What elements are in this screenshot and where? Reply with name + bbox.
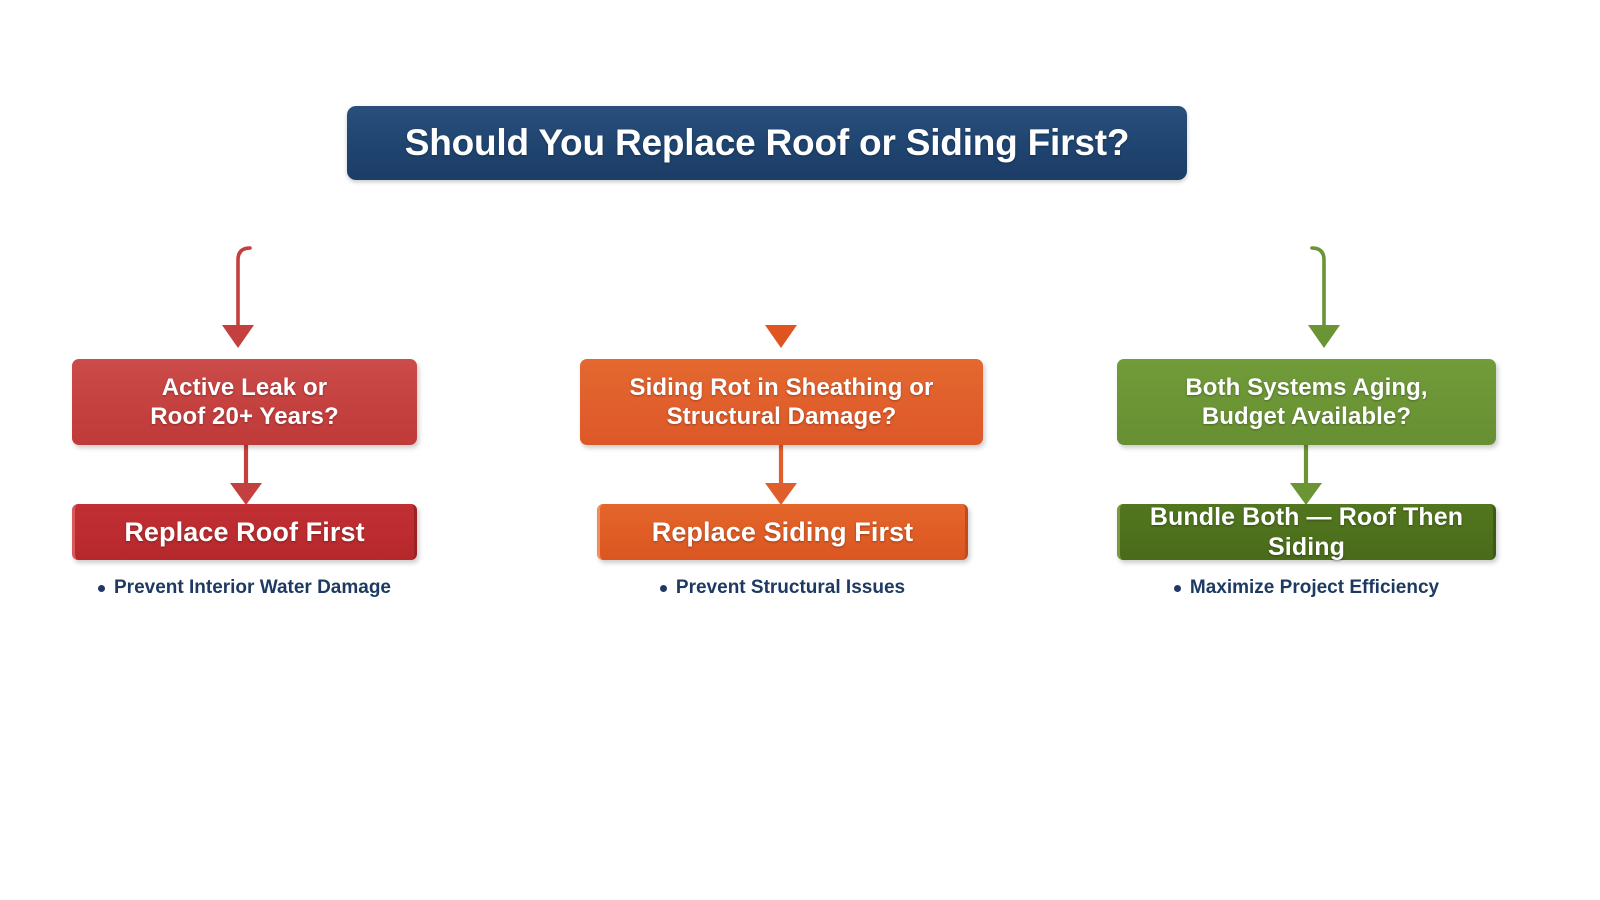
arrowhead-right-decision bbox=[1308, 325, 1340, 348]
outcome-siding-text: Replace Siding First bbox=[651, 516, 914, 547]
decision-siding-line1: Siding Rot in Sheathing or bbox=[629, 373, 934, 401]
title-text: Should You Replace Roof or Siding First? bbox=[404, 122, 1130, 164]
decision-roof-line1: Active Leak or bbox=[161, 373, 328, 401]
decision-roof-text: Active Leak or Roof 20+ Years? bbox=[150, 373, 338, 432]
arrowhead-roof-outcome bbox=[230, 483, 262, 505]
outcome-bundle-text: Bundle Both — Roof Then Siding bbox=[1149, 502, 1464, 562]
outcome-roof-text: Replace Roof First bbox=[124, 516, 365, 547]
flowchart-title: Should You Replace Roof or Siding First? bbox=[347, 106, 1187, 180]
bullet-dot-icon bbox=[1173, 584, 1181, 592]
decision-roof-line2: Roof 20+ Years? bbox=[150, 403, 339, 430]
caption-prevent-structural-issues: Prevent Structural Issues bbox=[597, 575, 968, 601]
decision-both-text: Both Systems Aging, Budget Available? bbox=[1185, 373, 1427, 432]
arrowhead-center-decision bbox=[765, 325, 797, 348]
arrowhead-left-decision bbox=[222, 325, 254, 348]
decision-both-line1: Both Systems Aging, bbox=[1185, 373, 1428, 401]
caption-prevent-interior-water-damage: Prevent Interior Water Damage bbox=[72, 575, 417, 601]
connector-bus-to-right bbox=[1310, 246, 1326, 329]
outcome-node-replace-roof-first[interactable]: Replace Roof First bbox=[72, 504, 417, 560]
caption-maximize-project-efficiency: Maximize Project Efficiency bbox=[1117, 575, 1496, 601]
decision-node-siding[interactable]: Siding Rot in Sheathing or Structural Da… bbox=[580, 359, 983, 445]
outcome-node-replace-siding-first[interactable]: Replace Siding First bbox=[597, 504, 968, 560]
bullet-dot-icon bbox=[659, 584, 667, 592]
caption-siding-text: Prevent Structural Issues bbox=[675, 577, 906, 598]
connector-bus-to-left bbox=[236, 246, 252, 329]
arrowhead-siding-outcome bbox=[765, 483, 797, 505]
decision-both-line2: Budget Available? bbox=[1201, 403, 1412, 430]
caption-roof-text: Prevent Interior Water Damage bbox=[114, 577, 391, 598]
decision-node-roof[interactable]: Active Leak or Roof 20+ Years? bbox=[72, 359, 417, 445]
decision-node-both-systems[interactable]: Both Systems Aging, Budget Available? bbox=[1117, 359, 1496, 445]
decision-siding-text: Siding Rot in Sheathing or Structural Da… bbox=[630, 373, 934, 432]
outcome-node-bundle-both[interactable]: Bundle Both — Roof Then Siding bbox=[1117, 502, 1496, 562]
decision-siding-line2: Structural Damage? bbox=[666, 403, 897, 430]
caption-bundle-text: Maximize Project Efficiency bbox=[1189, 577, 1440, 598]
bullet-dot-icon bbox=[98, 584, 105, 592]
